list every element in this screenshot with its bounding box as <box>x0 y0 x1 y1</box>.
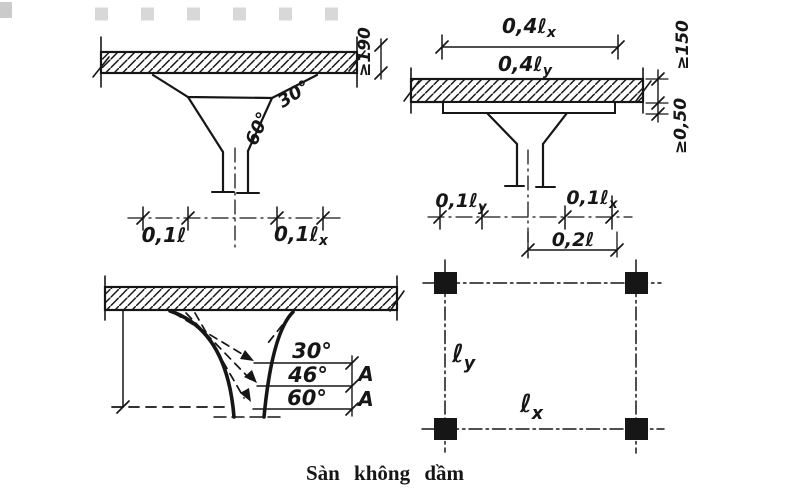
column-top-left <box>434 272 457 294</box>
curved-capital-outline <box>168 309 295 419</box>
label-angle-30: 30° <box>274 76 314 112</box>
label-dim-0-1-lx-2: 0,1ℓx <box>566 187 618 212</box>
angle-arrowheads <box>240 350 257 402</box>
panel-section-drop-panel: 0,4ℓx 0,4ℓy ≥150 ≥0,50 0,1ℓy 0,1ℓx 0,2ℓ <box>403 14 693 259</box>
label-dim-0-2-l: 0,2ℓ <box>552 229 595 251</box>
panel-column-grid-plan: ℓy ℓx <box>421 259 665 454</box>
label-marker-a-bottom: A <box>356 387 373 411</box>
right-thickness-dimension <box>645 69 669 123</box>
slab-section <box>92 36 366 88</box>
label-slab-thickness-190: ≥190 <box>355 27 375 77</box>
angle-leaders <box>252 355 359 417</box>
label-dim-0-1-ly: 0,1ℓy <box>435 190 488 215</box>
column-top-right <box>625 272 648 294</box>
bottom-dimension <box>127 206 342 231</box>
label-slab-thickness-150: ≥150 <box>673 20 693 70</box>
slab-section <box>103 275 405 321</box>
panel-capital-angle-detail: 30° 46° 60° A A <box>103 275 405 419</box>
label-dim-0-1-lx: 0,1ℓx <box>274 222 329 249</box>
label-dim-0-4-lx: 0,4ℓx <box>502 14 557 41</box>
top-dimension <box>435 34 625 60</box>
label-span-lx: ℓx <box>519 389 544 424</box>
scan-artifacts <box>0 2 358 21</box>
label-drop-depth: ≥0,50 <box>671 98 691 154</box>
angle-profile-dashed-lines <box>173 312 292 399</box>
label-dim-0-4-ly: 0,4ℓy <box>498 52 553 79</box>
label-marker-a-top: A <box>356 362 373 386</box>
slab-section <box>403 67 652 114</box>
column-bottom-right <box>625 418 648 440</box>
column-capital-outline <box>151 73 319 194</box>
label-detail-angle-30: 30° <box>292 339 332 363</box>
height-reference <box>111 310 232 414</box>
bottom-dimension-row1 <box>427 195 633 230</box>
thickness-dimension <box>374 38 388 80</box>
bottom-dimension-row2 <box>521 231 624 258</box>
column-bottom-left <box>434 418 457 440</box>
label-span-ly: ℓy <box>451 339 477 374</box>
columns <box>434 272 648 440</box>
drop-panel <box>442 101 616 114</box>
figure-caption: Sàn không dầm <box>306 461 465 485</box>
label-detail-angle-60: 60° <box>287 386 327 410</box>
label-dim-0-1-l: 0,1ℓ <box>142 223 187 247</box>
label-detail-angle-46: 46° <box>287 363 328 387</box>
panel-section-tapered-capital: 0,1ℓ 0,1ℓx 30° 60° ≥190 <box>92 27 388 249</box>
column-capital-outline <box>485 111 569 188</box>
label-angle-60: 60° <box>241 109 274 149</box>
